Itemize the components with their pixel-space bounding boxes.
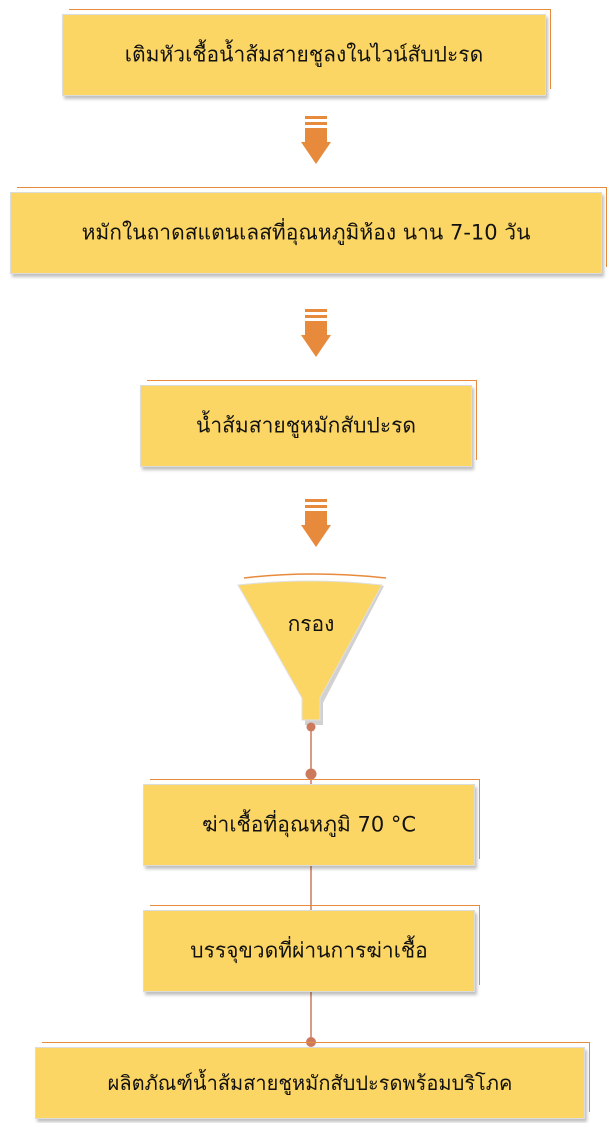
step-product-box: ผลิตภัณฑ์น้ำส้มสายชูหมักสับปะรดพร้อมบริโ… (35, 1042, 590, 1119)
step-product-label: ผลิตภัณฑ์น้ำส้มสายชูหมักสับปะรดพร้อมบริโ… (107, 1071, 513, 1095)
step-filter-label: กรอง (287, 612, 335, 636)
step-vinegar-label: น้ำส้มสายชูหมักสับปะรด (195, 413, 417, 438)
down-arrow-icon (301, 309, 331, 357)
step-bottle-box: บรรจุขวดที่ผ่านการฆ่าเชื้อ (143, 905, 480, 992)
step-vinegar-box: น้ำส้มสายชูหมักสับปะรด (140, 380, 477, 467)
down-arrow-icon (301, 499, 331, 547)
funnel-outline (243, 573, 387, 579)
step-ferment-box: หมักในถาดสแตนเลสที่อุณหภูมิห้อง นาน 7-10… (10, 187, 607, 274)
step-ferment-label: หมักในถาดสแตนเลสที่อุณหภูมิห้อง นาน 7-10… (81, 220, 531, 245)
connector-dot (306, 722, 316, 732)
step-add-starter-label: เติมหัวเชื้อน้ำส้มสายชูลงในไวน์สับปะรด (124, 42, 484, 67)
filter-funnel-shape (237, 580, 383, 721)
step-add-starter-box: เติมหัวเชื้อน้ำส้มสายชูลงในไวน์สับปะรด (62, 9, 551, 96)
step-pasteurize-box: ฆ่าเชื้อที่อุณหภูมิ 70 °C (143, 779, 480, 866)
connector-dot (305, 768, 317, 780)
connector-dot (306, 1037, 316, 1047)
step-pasteurize-label: ฆ่าเชื้อที่อุณหภูมิ 70 °C (201, 812, 417, 837)
down-arrow-icon (301, 116, 331, 164)
step-bottle-label: บรรจุขวดที่ผ่านการฆ่าเชื้อ (190, 938, 428, 963)
